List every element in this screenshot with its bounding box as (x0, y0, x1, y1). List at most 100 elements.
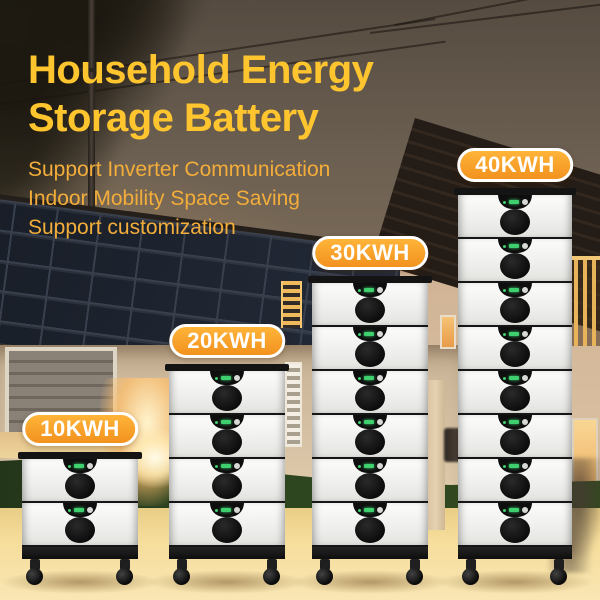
power-button-icon (233, 419, 240, 425)
battery-module (458, 195, 572, 239)
battery-module (458, 283, 572, 327)
led-screen (508, 200, 519, 204)
tower-base (169, 547, 285, 559)
caster-wheel (263, 559, 281, 585)
wheel-fork (120, 559, 130, 570)
caster-wheels (312, 559, 428, 585)
battery-module (458, 415, 572, 459)
battery-module (312, 327, 428, 371)
led-screen (220, 464, 231, 468)
power-button-icon (521, 375, 528, 381)
status-display (353, 327, 387, 341)
led-screen (363, 420, 374, 424)
wheel-fork (410, 559, 420, 570)
power-button-icon (521, 463, 528, 469)
handle-recess (212, 473, 242, 499)
power-button-icon (233, 375, 240, 381)
power-led (357, 288, 361, 292)
power-button-icon (521, 287, 528, 293)
handle-recess (65, 473, 95, 499)
battery-module (22, 503, 138, 547)
status-display (498, 415, 532, 429)
handle-recess (212, 429, 242, 455)
led-screen (73, 508, 84, 512)
wheel-fork (30, 559, 40, 570)
battery-module (458, 371, 572, 415)
page-title: Household Energy Storage Battery (28, 46, 374, 142)
battery-module (169, 503, 285, 547)
led-screen (363, 376, 374, 380)
battery-module (312, 459, 428, 503)
capacity-badge-label: 30KWH (330, 240, 410, 265)
power-button-icon (376, 331, 383, 337)
handle-recess (500, 341, 530, 367)
handle-recess (212, 385, 242, 411)
handle-recess (500, 429, 530, 455)
capacity-badge-label: 20KWH (187, 328, 267, 353)
power-led (214, 420, 218, 424)
led-screen (508, 244, 519, 248)
wall-pillar (426, 380, 445, 530)
handle-recess (212, 517, 242, 543)
led-screen (508, 420, 519, 424)
caster-wheels (169, 559, 285, 585)
battery-tower-20kwh: 20KWH (145, 324, 309, 594)
handle-recess (500, 473, 530, 499)
wheel-tire (263, 568, 280, 585)
power-led (357, 420, 361, 424)
window-shutter (285, 362, 302, 447)
wheel-fork (320, 559, 330, 570)
caster-wheel (406, 559, 424, 585)
led-screen (73, 464, 84, 468)
power-button-icon (376, 375, 383, 381)
battery-module (312, 371, 428, 415)
power-button-icon (376, 419, 383, 425)
capacity-badge: 30KWH (312, 236, 428, 270)
caster-wheels (458, 559, 572, 585)
top-plate (18, 452, 142, 459)
capacity-badge-label: 40KWH (475, 152, 555, 177)
led-screen (220, 508, 231, 512)
caster-wheel (26, 559, 44, 585)
status-display (353, 283, 387, 297)
power-led (214, 376, 218, 380)
lit-window (440, 315, 456, 349)
utility-pole (78, 0, 105, 258)
battery-module (458, 327, 572, 371)
caster-wheel (116, 559, 134, 585)
led-screen (508, 288, 519, 292)
handle-recess (500, 517, 530, 543)
status-display (210, 503, 244, 517)
handle-recess (355, 517, 385, 543)
led-screen (508, 508, 519, 512)
power-button-icon (376, 287, 383, 293)
power-led (502, 200, 506, 204)
power-led (67, 508, 71, 512)
power-led (502, 508, 506, 512)
power-led (502, 464, 506, 468)
wheel-tire (173, 568, 190, 585)
caster-wheels (22, 559, 138, 585)
status-display (498, 239, 532, 253)
battery-tower-30kwh: 30KWH (288, 236, 452, 594)
wheel-fork (267, 559, 277, 570)
power-led (502, 376, 506, 380)
power-button-icon (86, 463, 93, 469)
feature-line: Support customization (28, 215, 236, 239)
handle-recess (355, 341, 385, 367)
battery-module (312, 283, 428, 327)
wheel-tire (406, 568, 423, 585)
status-display (353, 415, 387, 429)
battery-tower-10kwh: 10KWH (0, 412, 162, 594)
top-plate (454, 188, 576, 195)
status-display (498, 503, 532, 517)
capacity-badge-label: 10KWH (40, 416, 120, 441)
battery-module (458, 459, 572, 503)
led-screen (363, 508, 374, 512)
power-button-icon (521, 199, 528, 205)
handle-recess (65, 517, 95, 543)
status-display (498, 459, 532, 473)
battery-module (312, 415, 428, 459)
